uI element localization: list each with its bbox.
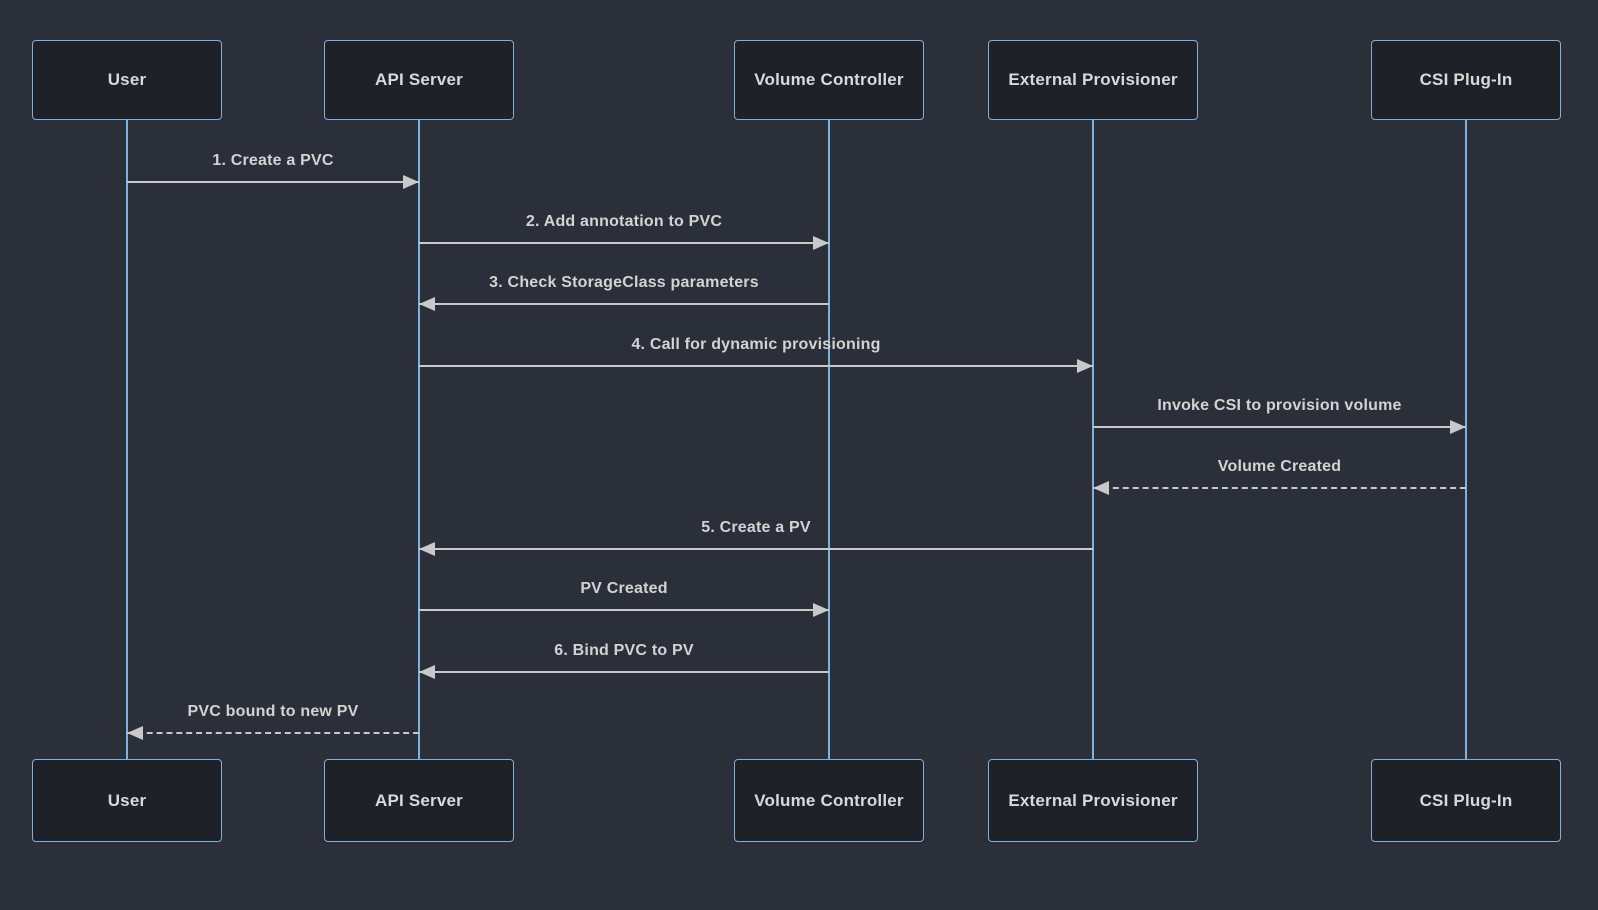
message-arrowhead-1 xyxy=(813,236,829,250)
message-label-6: 5. Create a PV xyxy=(701,519,811,536)
actor-label-volume-controller: Volume Controller xyxy=(754,790,904,810)
lifeline-user xyxy=(126,120,128,759)
message-arrowhead-9 xyxy=(127,726,143,740)
message-label-2: 3. Check StorageClass parameters xyxy=(489,274,759,291)
actor-box-top-user: User xyxy=(32,40,222,120)
message-label-0: 1. Create a PVC xyxy=(212,152,334,169)
message-label-5: Volume Created xyxy=(1217,458,1342,475)
message-arrowhead-2 xyxy=(419,297,435,311)
message-arrowhead-3 xyxy=(1077,359,1093,373)
message-arrowhead-0 xyxy=(403,175,419,189)
message-label-1: 2. Add annotation to PVC xyxy=(525,213,723,230)
message-label-7: PV Created xyxy=(580,580,668,597)
message-line-2 xyxy=(419,303,829,305)
actor-box-top-csi-plugin: CSI Plug-In xyxy=(1371,40,1561,120)
message-arrowhead-6 xyxy=(419,542,435,556)
message-line-0 xyxy=(127,181,419,183)
message-label-4: Invoke CSI to provision volume xyxy=(1157,397,1402,414)
actor-label-api-server: API Server xyxy=(375,790,463,810)
actor-label-csi-plugin: CSI Plug-In xyxy=(1419,790,1513,810)
message-line-9 xyxy=(127,732,419,734)
message-line-7 xyxy=(419,609,829,611)
actor-box-bottom-external-provisioner: External Provisioner xyxy=(988,759,1198,842)
actor-label-external-provisioner: External Provisioner xyxy=(1008,70,1178,89)
lifeline-external-provisioner xyxy=(1092,120,1094,759)
actor-box-top-api-server: API Server xyxy=(324,40,514,120)
actor-box-bottom-csi-plugin: CSI Plug-In xyxy=(1371,759,1561,842)
actor-box-bottom-api-server: API Server xyxy=(324,759,514,842)
message-line-8 xyxy=(419,671,829,673)
message-arrowhead-7 xyxy=(813,603,829,617)
message-line-3 xyxy=(419,365,1093,367)
actor-label-external-provisioner: External Provisioner xyxy=(1008,790,1178,810)
actor-label-user: User xyxy=(107,70,147,89)
actor-label-api-server: API Server xyxy=(375,70,463,89)
actor-label-volume-controller: Volume Controller xyxy=(754,70,904,89)
actor-label-csi-plugin: CSI Plug-In xyxy=(1419,70,1513,89)
message-arrowhead-4 xyxy=(1450,420,1466,434)
lifeline-volume-controller xyxy=(828,120,830,759)
message-arrowhead-8 xyxy=(419,665,435,679)
lifeline-csi-plugin xyxy=(1465,120,1467,759)
message-arrowhead-5 xyxy=(1093,481,1109,495)
actor-box-bottom-user: User xyxy=(32,759,222,842)
lifeline-api-server xyxy=(418,120,420,759)
actor-box-top-external-provisioner: External Provisioner xyxy=(988,40,1198,120)
message-line-1 xyxy=(419,242,829,244)
message-label-3: 4. Call for dynamic provisioning xyxy=(631,336,881,353)
message-line-6 xyxy=(419,548,1093,550)
message-label-8: 6. Bind PVC to PV xyxy=(554,642,694,659)
actor-box-bottom-volume-controller: Volume Controller xyxy=(734,759,924,842)
message-label-9: PVC bound to new PV xyxy=(187,703,359,720)
actor-label-user: User xyxy=(107,790,147,810)
actor-box-top-volume-controller: Volume Controller xyxy=(734,40,924,120)
message-line-5 xyxy=(1093,487,1466,489)
message-line-4 xyxy=(1093,426,1466,428)
